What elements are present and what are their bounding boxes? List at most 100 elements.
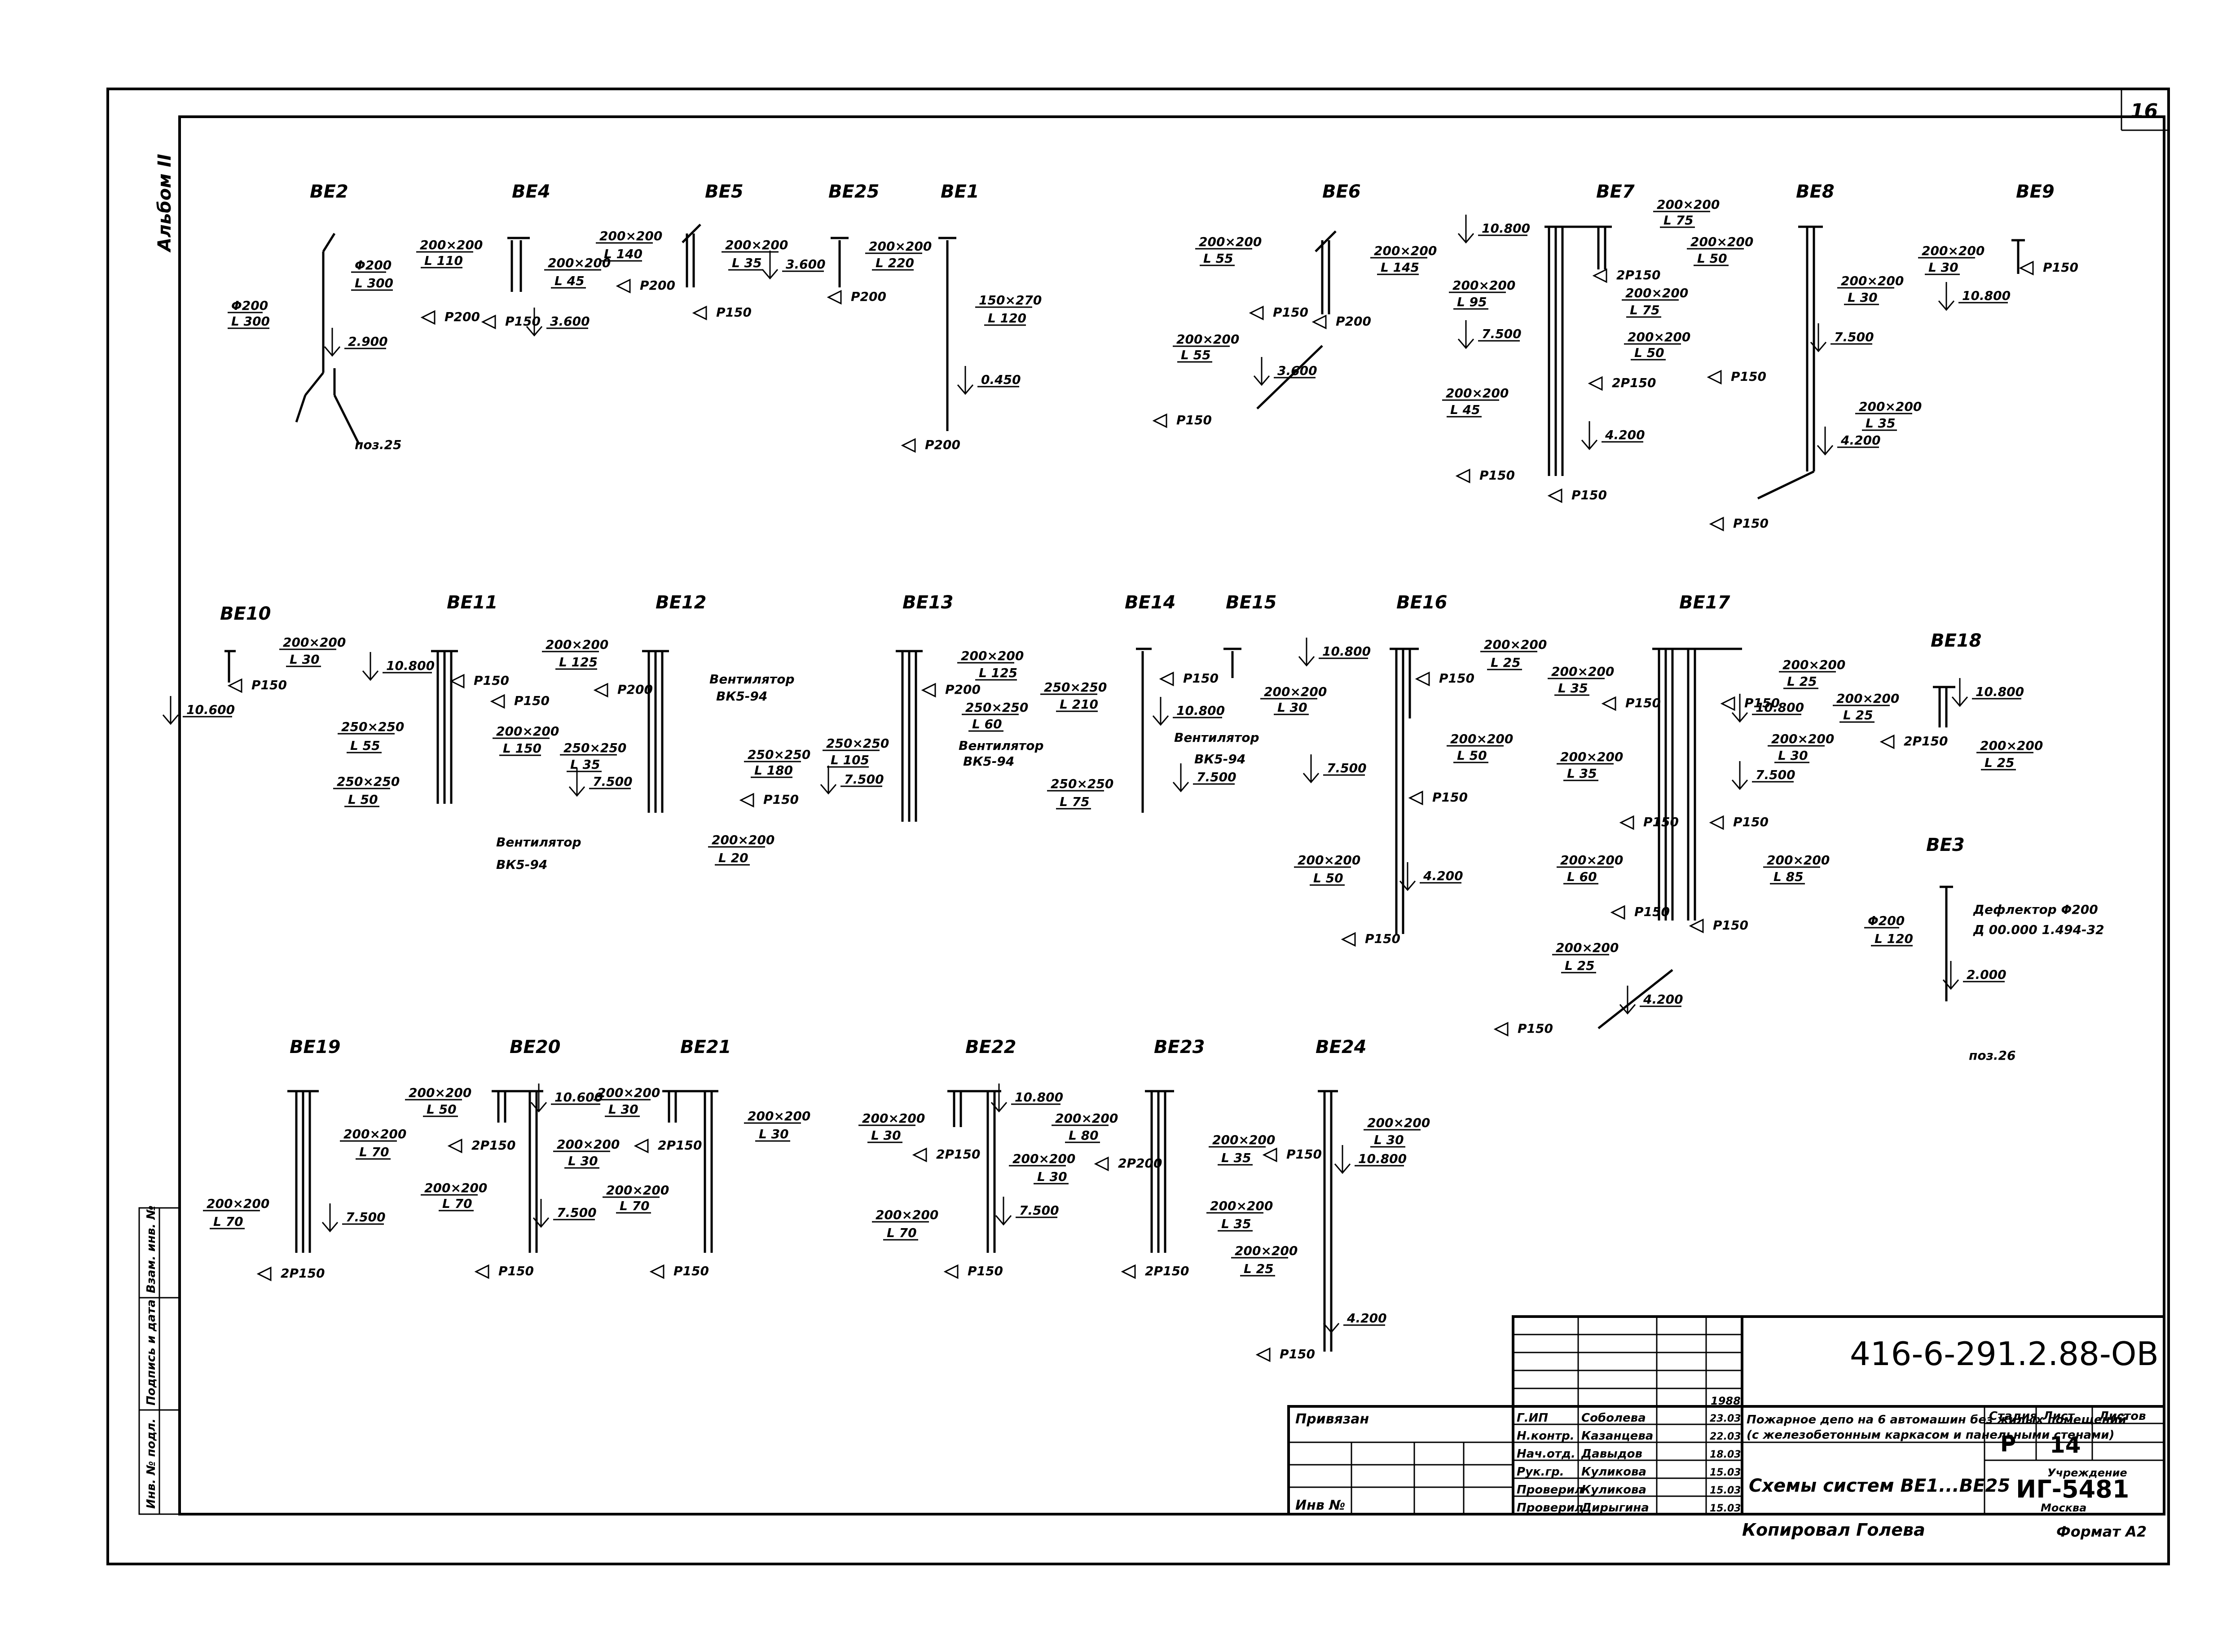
elevation-arrow: [1298, 638, 1315, 667]
duct-label: 200×200: [1560, 749, 1623, 764]
role-date: 23.03: [1710, 1413, 1741, 1424]
duct-label: 250×250: [1051, 776, 1113, 791]
elevation-arrow: [1581, 421, 1598, 450]
grille-flag: [1121, 1264, 1136, 1279]
duct-label: P150: [1643, 815, 1679, 829]
elevation-arrow: [568, 768, 585, 797]
system-title: BE21: [680, 1037, 731, 1057]
duct-label: P200: [617, 682, 653, 697]
system-title: BE17: [1679, 592, 1730, 613]
elevation-arrow: [1810, 323, 1827, 352]
elevation-arrow: [1334, 1145, 1351, 1174]
title-block-left-grid: [1512, 1315, 1743, 1515]
grille-flag: [1689, 918, 1704, 934]
duct-label: P150: [1634, 904, 1670, 919]
duct-label: 200×200: [1199, 234, 1262, 249]
system-title: BE19: [290, 1037, 340, 1057]
grille-flag: [1094, 1156, 1109, 1172]
duct-label: 10.600: [554, 1090, 603, 1105]
grille-flag: [449, 674, 465, 689]
title-block: 416-6-291.2.88-ОВ Привязан Инв № 1988 По…: [1287, 1315, 2165, 1540]
duct-label: L 85: [1773, 869, 1804, 884]
duct-label: 200×200: [1176, 332, 1239, 347]
year: 1988: [1711, 1395, 1741, 1407]
system-title: BE7: [1596, 181, 1635, 202]
duct-label: 7.500: [593, 774, 633, 789]
system-title: BE2: [310, 181, 348, 202]
duct-label: L 55: [350, 738, 380, 753]
grille-flag: [649, 1264, 664, 1279]
grille-flag: [616, 278, 631, 294]
role-title: Проверил: [1517, 1501, 1583, 1515]
duct-label: Д 00.000 1.494-32: [1973, 922, 2104, 937]
duct-label: ВК5-94: [1194, 752, 1245, 767]
elevation-arrow: [1152, 697, 1169, 726]
role-title: Н.контр.: [1517, 1429, 1575, 1443]
duct-label: L 70: [620, 1198, 650, 1213]
system-title: BE12: [656, 592, 706, 613]
duct-label: L 55: [1181, 348, 1211, 362]
system-title: BE10: [220, 604, 271, 624]
elevation-arrow: [1731, 694, 1748, 723]
duct-label: P150: [1731, 369, 1766, 384]
role-date: 15.03: [1710, 1467, 1741, 1478]
grille-flag: [634, 1138, 649, 1154]
duct-label: P150: [498, 1264, 534, 1278]
elevation-arrow: [990, 1084, 1008, 1113]
grille-flag: [692, 305, 707, 321]
grille-flag: [2019, 260, 2034, 276]
duct-label: P150: [1286, 1147, 1322, 1162]
duct-label: 3.600: [786, 257, 826, 272]
duct-label: 7.500: [346, 1210, 386, 1225]
duct-label: P150: [2043, 260, 2078, 275]
duct-label: 200×200: [599, 229, 662, 243]
duct-label: P150: [1518, 1021, 1553, 1036]
duct-label: L 220: [876, 256, 914, 270]
format-label: Формат А2: [2056, 1523, 2147, 1540]
duct-label: P200: [640, 278, 675, 293]
duct-label: 10.600: [186, 702, 235, 717]
duct-label: 200×200: [1446, 386, 1509, 401]
duct-label: L 150: [503, 741, 541, 756]
duct-line: [682, 224, 701, 243]
duct-label: P150: [505, 314, 541, 329]
duct-label: поз.25: [355, 437, 401, 452]
duct-label: 200×200: [1374, 243, 1437, 258]
elevation-arrow: [1323, 1304, 1340, 1334]
grille-flag: [1707, 370, 1722, 385]
elevation-arrow: [820, 766, 837, 795]
duct-label: Вентилятор: [496, 835, 581, 850]
album-label: Альбом II: [154, 154, 175, 253]
role-date: 22.03: [1710, 1431, 1741, 1442]
duct-label: L 80: [1069, 1128, 1099, 1143]
duct-label: 200×200: [606, 1183, 669, 1198]
system-title: BE13: [902, 592, 953, 613]
duct-label: P200: [1336, 314, 1371, 329]
grille-flag: [1601, 696, 1616, 711]
elevation-arrow: [321, 1203, 339, 1233]
grille-flag: [1619, 815, 1634, 830]
duct-label: P150: [1432, 790, 1468, 805]
duct-label: L 30: [608, 1102, 638, 1117]
elevation-arrow: [1457, 215, 1474, 244]
role-date: 15.03: [1710, 1485, 1741, 1496]
duct-label: 250×250: [563, 740, 626, 755]
grille-flag: [1547, 488, 1562, 503]
system-title: BE5: [705, 181, 744, 202]
duct-label: 200×200: [546, 637, 608, 652]
system-title: BE24: [1316, 1037, 1366, 1057]
duct-label: L 35: [732, 256, 762, 270]
system-title: BE23: [1154, 1037, 1205, 1057]
grille-flag: [1152, 413, 1167, 428]
role-date: 15.03: [1710, 1503, 1741, 1514]
duct-label: 200×200: [1836, 691, 1899, 706]
duct-label: 200×200: [1235, 1243, 1298, 1258]
sheet-num-value: 14: [2050, 1432, 2081, 1458]
